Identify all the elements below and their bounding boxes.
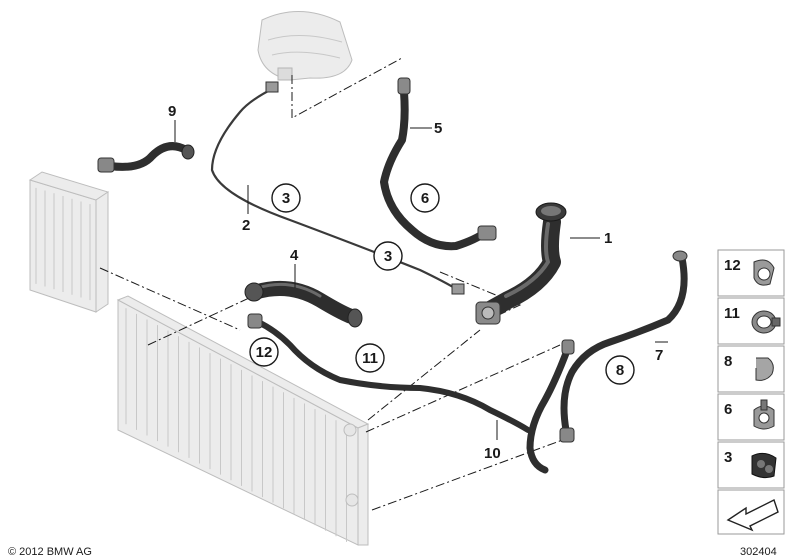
image-number: 302404 bbox=[740, 546, 777, 558]
part-label-7: 7 bbox=[655, 347, 663, 364]
auxiliary-radiator-outline bbox=[28, 171, 110, 313]
circled-label-text: 6 bbox=[421, 190, 429, 207]
circled-label-3a: 3 bbox=[271, 183, 301, 213]
part-label-4: 4 bbox=[290, 247, 299, 264]
expansion-tank-outline bbox=[257, 11, 353, 81]
circled-label-text: 11 bbox=[362, 350, 378, 367]
pipe-2 bbox=[210, 81, 465, 295]
leader-lines bbox=[174, 120, 668, 440]
hose-9 bbox=[97, 142, 195, 173]
circled-label-text: 8 bbox=[616, 362, 624, 379]
legend-number: 12 bbox=[724, 257, 741, 274]
legend-number: 8 bbox=[724, 353, 732, 370]
clamp-double-icon bbox=[753, 259, 775, 286]
circled-label-8: 8 bbox=[605, 355, 635, 385]
reference-lines bbox=[99, 57, 569, 511]
circled-label-6: 6 bbox=[410, 183, 440, 213]
part-label-9: 9 bbox=[168, 103, 176, 120]
circled-labels: 3 3 6 8 11 12 bbox=[249, 183, 635, 385]
part-label-2: 2 bbox=[242, 217, 250, 234]
part-label-5: 5 bbox=[434, 120, 442, 137]
clamp-ring-icon bbox=[751, 310, 781, 334]
copyright-text: © 2012 BMW AG bbox=[8, 546, 92, 558]
legend-number: 11 bbox=[724, 305, 740, 322]
circled-label-text: 3 bbox=[282, 190, 290, 207]
hose-4 bbox=[244, 280, 363, 328]
legend-arrow-box bbox=[717, 489, 785, 535]
legend-item-3: 3 bbox=[717, 441, 785, 489]
circled-label-3b: 3 bbox=[373, 241, 403, 271]
circled-label-text: 12 bbox=[256, 344, 273, 361]
legend-number: 3 bbox=[724, 449, 732, 466]
circled-label-text: 3 bbox=[384, 248, 392, 265]
clip-holder-icon bbox=[751, 452, 777, 479]
part-label-10: 10 bbox=[484, 445, 501, 462]
legend-item-11: 11 bbox=[717, 297, 785, 345]
clip-hook-icon bbox=[755, 357, 774, 381]
hose-7 bbox=[559, 250, 688, 443]
pipe-11 bbox=[247, 313, 531, 433]
circled-label-12: 12 bbox=[249, 337, 279, 367]
main-radiator-outline bbox=[116, 295, 370, 546]
clamp-spring-icon bbox=[753, 399, 775, 430]
legend-number: 6 bbox=[724, 401, 732, 418]
arrow-icon bbox=[726, 499, 779, 532]
hose-5 bbox=[380, 77, 497, 251]
pipe-10 bbox=[526, 339, 575, 474]
parts-legend: 12 11 8 6 3 bbox=[717, 249, 785, 535]
circled-label-11: 11 bbox=[355, 343, 385, 373]
hose-1 bbox=[475, 202, 567, 325]
part-label-1: 1 bbox=[604, 230, 612, 247]
legend-item-12: 12 bbox=[717, 249, 785, 297]
legend-item-8: 8 bbox=[717, 345, 785, 393]
legend-item-6: 6 bbox=[717, 393, 785, 441]
